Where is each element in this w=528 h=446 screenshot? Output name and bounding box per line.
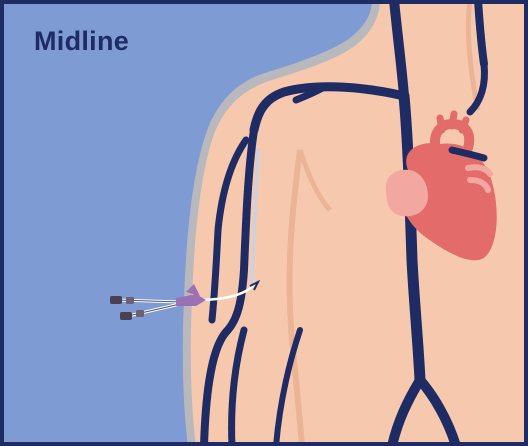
diagram-title: Midline [34,26,129,57]
cap-lower-2 [136,310,144,317]
cap-upper [110,296,122,304]
cap-lower [120,312,132,320]
aorta-branch-1 [440,118,442,130]
aorta-branch-3 [462,120,466,130]
cap-upper-2 [126,297,134,304]
aorta-branch-2 [452,114,454,126]
